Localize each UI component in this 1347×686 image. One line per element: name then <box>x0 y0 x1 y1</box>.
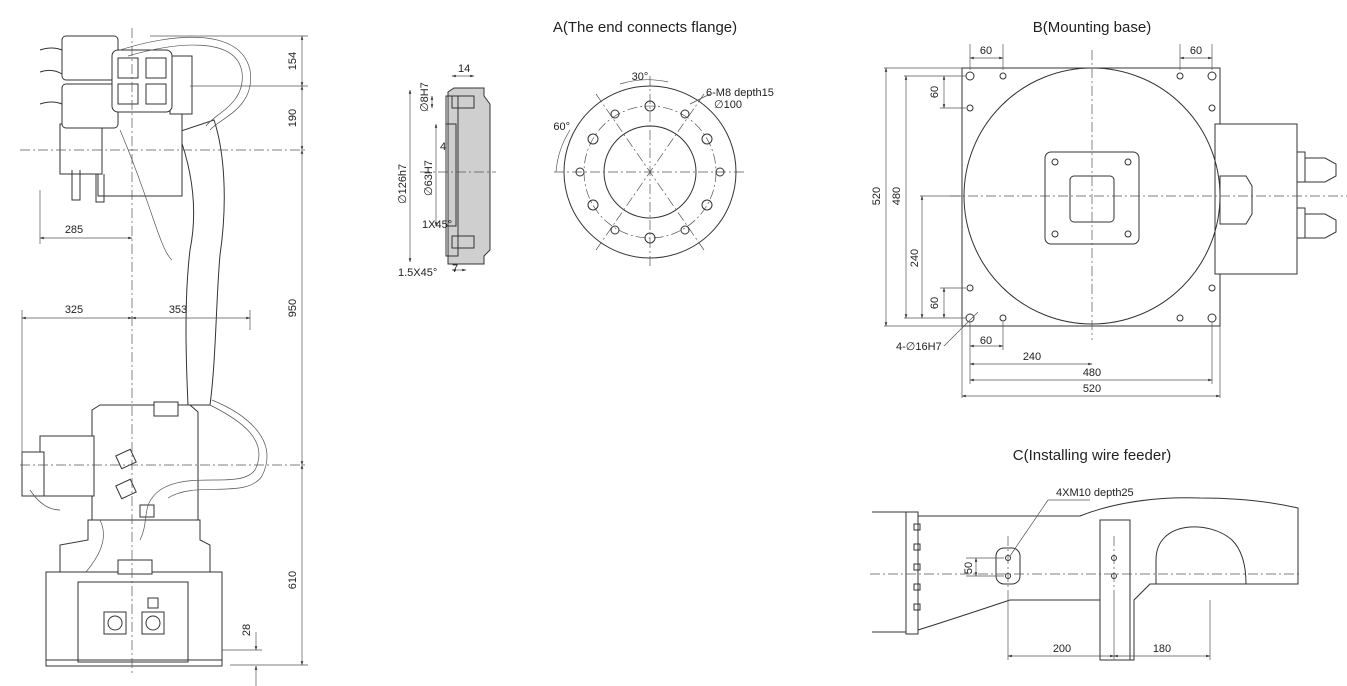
mounting-base-plate <box>950 50 1347 340</box>
dim-610: 610 <box>287 571 299 589</box>
hose-upper <box>119 36 251 131</box>
upper-arm <box>177 119 225 406</box>
base-dim-top-60-left: 60 <box>980 45 992 57</box>
base-dim-520-vertical: 520 <box>871 187 883 205</box>
wire-feeder-dimensions: 4XM10 depth25 50 200 180 <box>963 487 1211 660</box>
dim-325: 325 <box>65 304 83 316</box>
robot-waist <box>59 519 211 573</box>
flange-section: 14 ∅8H7 ∅126h7 ∅63H7 4 1X45° 1.5X45° 7 <box>397 63 496 279</box>
view-b-title: B(Mounting base) <box>1033 19 1151 36</box>
flange-dim-4: 4 <box>440 141 446 153</box>
dim-190: 190 <box>287 109 299 127</box>
robot-side-view <box>20 28 305 676</box>
flange-angle-60: 60° <box>553 121 570 133</box>
flange-chamfer-15x45: 1.5X45° <box>398 267 437 279</box>
base-dim-top-60-right: 60 <box>1190 45 1202 57</box>
hose-lower <box>139 404 260 541</box>
robot-dimensions: 154 190 950 610 28 285 325 353 <box>21 35 308 686</box>
base-dim-520-bottom: 520 <box>1083 383 1101 395</box>
base-dim-480-bottom: 480 <box>1083 367 1101 379</box>
view-c-title: C(Installing wire feeder) <box>1013 447 1171 464</box>
flange-dim-14: 14 <box>458 63 470 75</box>
wrist-motors <box>39 35 173 129</box>
dim-154: 154 <box>287 52 299 70</box>
lower-arm-housing <box>91 404 199 521</box>
feeder-holes-label: 4XM10 depth25 <box>1056 487 1134 499</box>
base-connector-panel <box>77 581 189 663</box>
dim-950: 950 <box>287 299 299 317</box>
feeder-dim-200: 200 <box>1053 643 1071 655</box>
flange-dim-100: ∅100 <box>714 99 742 111</box>
dim-353: 353 <box>169 304 187 316</box>
mounting-base-dimensions: 60 60 520 480 60 240 60 4-∅16H7 60 240 4… <box>871 44 1221 398</box>
base-dim-60-upper: 60 <box>929 86 941 98</box>
flange-dim-8h7: ∅8H7 <box>419 82 431 112</box>
dim-285: 285 <box>65 224 83 236</box>
feeder-dim-50: 50 <box>963 562 975 574</box>
flange-dim-7: 7 <box>452 263 458 275</box>
wire-feeder-view <box>870 497 1300 661</box>
base-dim-480-vertical: 480 <box>891 187 903 205</box>
base-dim-60-lower: 60 <box>929 297 941 309</box>
base-cable-plugs <box>1296 151 1337 239</box>
flange-face: 30° 60° 6-M8 depth15 ∅100 <box>553 71 774 268</box>
flange-chamfer-1x45: 1X45° <box>422 219 452 231</box>
base-dim-240-bottom: 240 <box>1023 351 1041 363</box>
feeder-dim-180: 180 <box>1153 643 1171 655</box>
flange-holes-label: 6-M8 depth15 <box>706 87 774 99</box>
flange-angle-30: 30° <box>632 71 649 83</box>
flange-dim-126h7: ∅126h7 <box>397 164 409 204</box>
base-dim-240-vertical: 240 <box>909 249 921 267</box>
view-a-title: A(The end connects flange) <box>553 19 737 36</box>
dim-28: 28 <box>241 624 253 636</box>
flange-dim-63h7: ∅63H7 <box>423 160 435 196</box>
base-pin-holes-label: 4-∅16H7 <box>896 341 942 353</box>
base-dim-60-bottom: 60 <box>980 335 992 347</box>
